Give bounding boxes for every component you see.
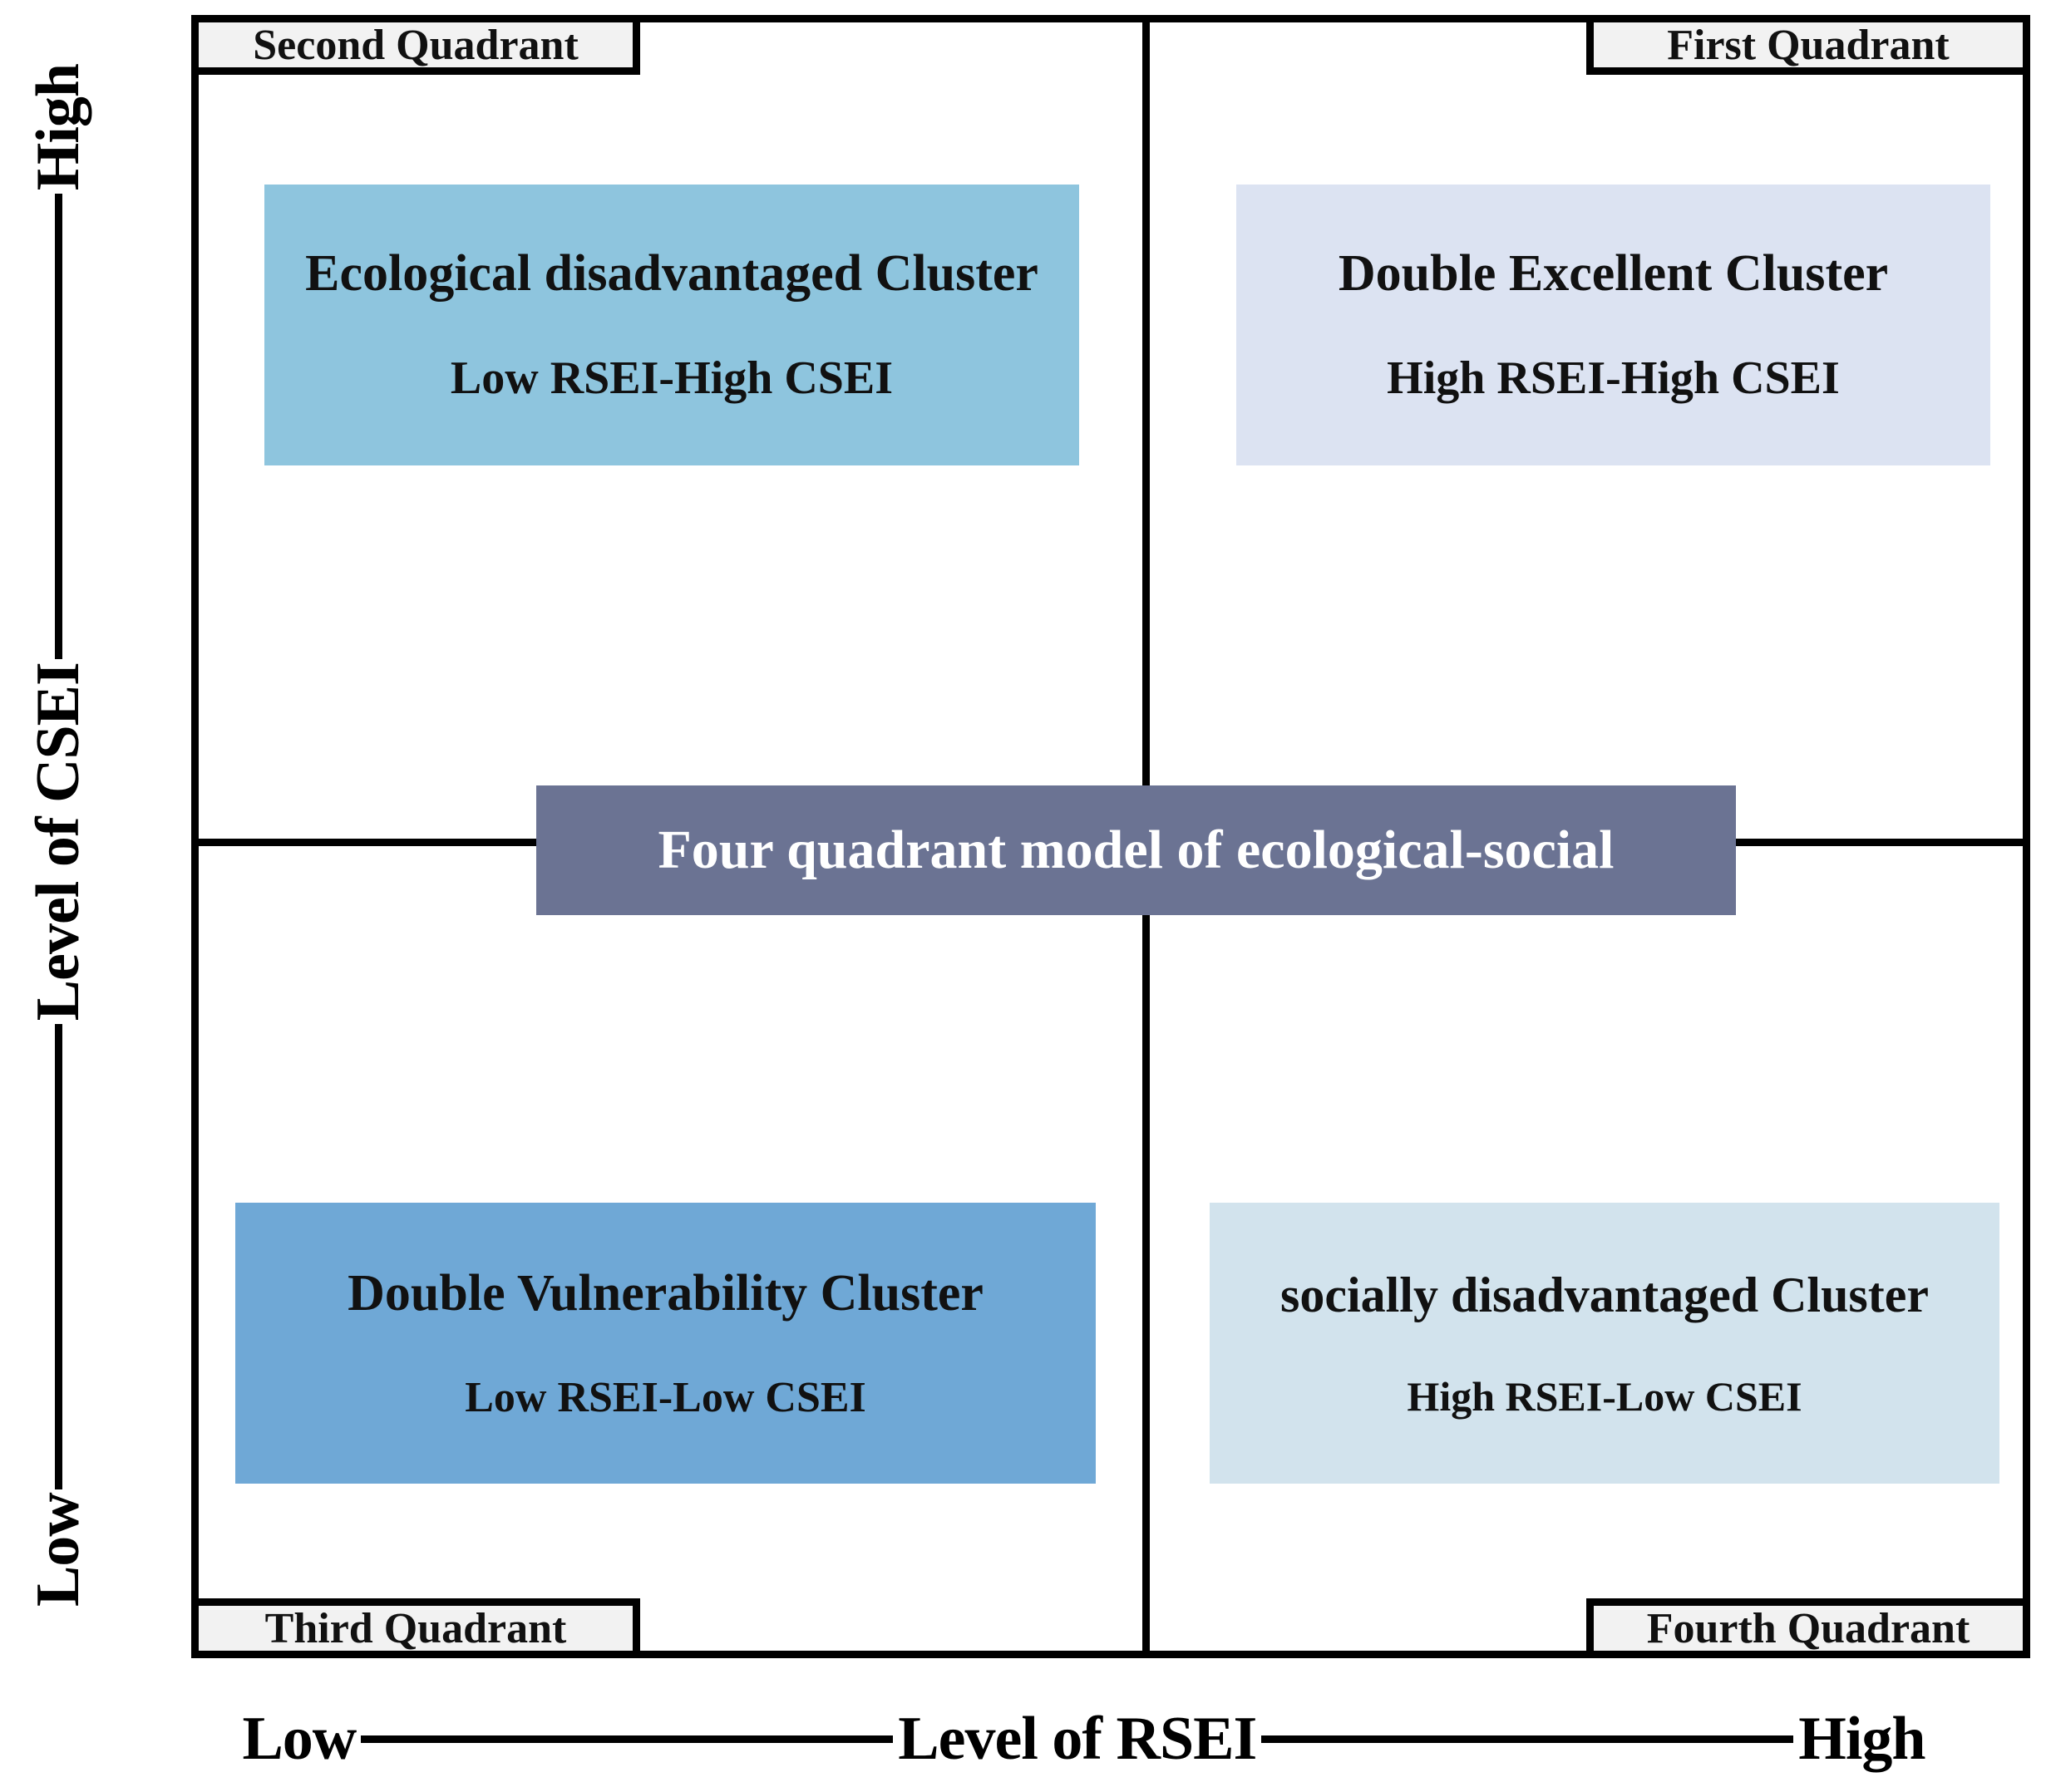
cluster-subtitle-double-vulnerability: Low RSEI-Low CSEI bbox=[465, 1373, 866, 1421]
x-axis-high-label: High bbox=[1798, 1705, 1925, 1773]
y-axis-high-label: High bbox=[24, 63, 92, 191]
cluster-box-ecological-disadvantaged: Ecological disadvantaged Cluster Low RSE… bbox=[264, 185, 1079, 465]
y-axis-inner: Low Level of CSEI High bbox=[0, 0, 116, 1671]
x-axis: Low Level of RSEI High bbox=[116, 1686, 2051, 1792]
quadrant-label-third-text: Third Quadrant bbox=[264, 1604, 567, 1652]
y-axis-rule-left bbox=[54, 1024, 62, 1490]
quadrant-label-first: First Quadrant bbox=[1586, 15, 2030, 75]
quadrant-label-third: Third Quadrant bbox=[191, 1598, 640, 1658]
y-axis-title: Level of CSEI bbox=[24, 662, 92, 1022]
cluster-subtitle-socially-disadvantaged: High RSEI-Low CSEI bbox=[1407, 1372, 1802, 1420]
cluster-box-double-excellent: Double Excellent Cluster High RSEI-High … bbox=[1236, 185, 1990, 465]
x-axis-title: Level of RSEI bbox=[898, 1705, 1257, 1773]
quadrant-label-fourth: Fourth Quadrant bbox=[1586, 1598, 2030, 1658]
center-banner: Four quadrant model of ecological-social bbox=[536, 785, 1736, 915]
cluster-title-double-vulnerability: Double Vulnerability Cluster bbox=[348, 1265, 984, 1322]
x-axis-rule-left bbox=[361, 1735, 894, 1743]
cluster-title-double-excellent: Double Excellent Cluster bbox=[1338, 245, 1889, 303]
center-banner-text: Four quadrant model of ecological-social bbox=[658, 820, 1615, 880]
cluster-box-double-vulnerability: Double Vulnerability Cluster Low RSEI-Lo… bbox=[235, 1203, 1096, 1484]
x-axis-low-label: Low bbox=[242, 1705, 357, 1773]
quadrant-label-fourth-text: Fourth Quadrant bbox=[1646, 1604, 1970, 1652]
quadrant-label-second: Second Quadrant bbox=[191, 15, 640, 75]
y-axis-low-label: Low bbox=[24, 1493, 92, 1607]
quadrant-label-second-text: Second Quadrant bbox=[253, 21, 579, 69]
cluster-title-ecological-disadvantaged: Ecological disadvantaged Cluster bbox=[305, 245, 1038, 303]
y-axis: Low Level of CSEI High bbox=[0, 0, 116, 1671]
y-axis-rule-right bbox=[54, 194, 62, 660]
cluster-box-socially-disadvantaged: socially disadvantaged Cluster High RSEI… bbox=[1210, 1203, 1999, 1484]
cluster-subtitle-double-excellent: High RSEI-High CSEI bbox=[1387, 352, 1840, 405]
quadrant-label-first-text: First Quadrant bbox=[1667, 21, 1950, 69]
cluster-subtitle-ecological-disadvantaged: Low RSEI-High CSEI bbox=[450, 352, 894, 405]
cluster-title-socially-disadvantaged: socially disadvantaged Cluster bbox=[1279, 1267, 1930, 1322]
x-axis-rule-right bbox=[1261, 1735, 1794, 1743]
